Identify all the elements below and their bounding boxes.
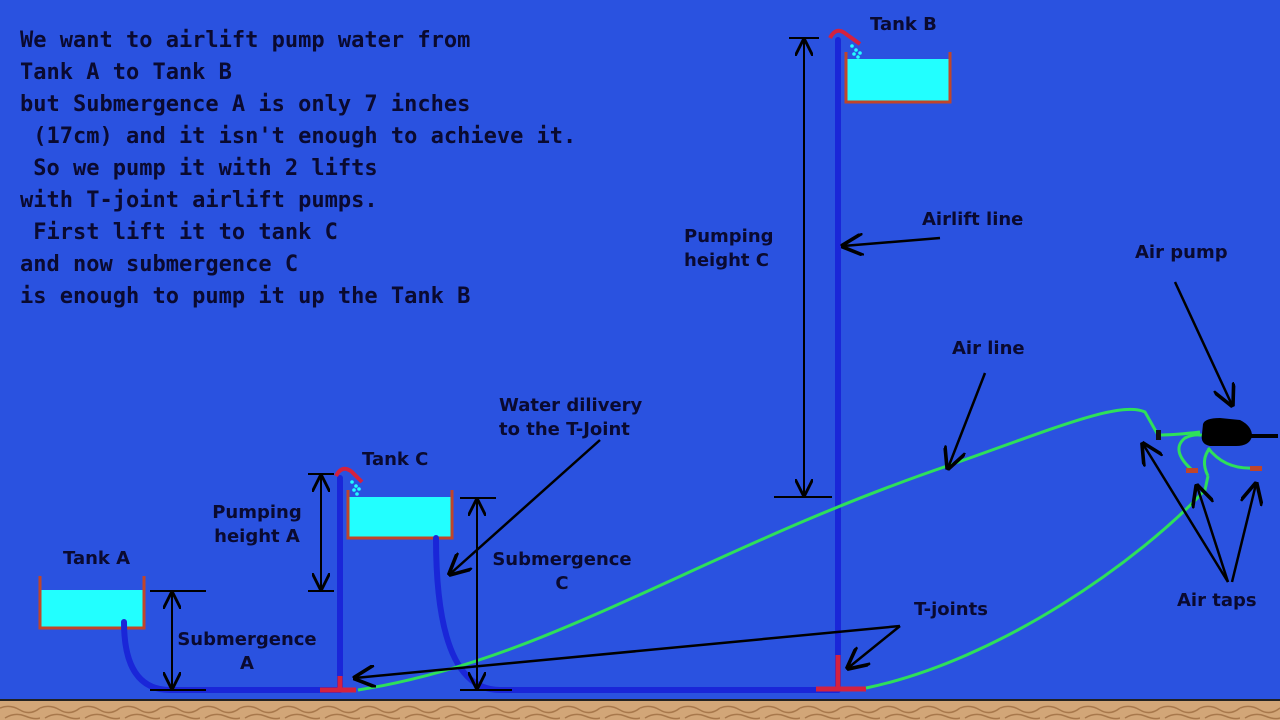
air-taps-pointer-1 [1143,444,1230,583]
tank-c-water [349,497,451,537]
submergence-c-label: Submergence C [492,549,632,594]
air-taps-pointer-2 [1197,486,1230,583]
air-taps-pointer-3 [1230,484,1256,583]
submergence-a-label: Submergence A [177,629,317,674]
ground [0,700,1280,720]
air-pump-label: Air pump [1135,242,1228,263]
air-tap-2 [1186,468,1198,473]
air-pump-body [1201,418,1252,446]
t-joints-pointer-a [355,624,901,678]
t-joint-c [816,655,866,692]
air-line-a [357,407,1160,692]
t-joints-label: T-joints [914,599,988,620]
water-delivery-pointer [450,439,601,574]
tank-b [844,52,952,104]
tank-a-label: Tank A [63,548,131,569]
tank-b-label: Tank B [870,14,937,35]
airlift-line-pointer [843,238,941,246]
air-line-pump-2 [1177,433,1206,472]
airlift-line-label: Airlift line [922,209,1024,230]
pumping-height-c-label: Pumping height C [684,226,774,271]
water-delivery-label: Water dilivery to the T-Joint [499,395,643,440]
air-taps-label: Air taps [1177,590,1257,611]
outlet-c [828,28,862,59]
tank-b-walls [844,52,952,104]
air-taps [1156,430,1262,473]
tank-c-label: Tank C [362,449,429,470]
dimension-lines [150,37,832,691]
air-pump-pointer [1173,281,1232,405]
intro-text: We want to airlift pump water from Tank … [20,28,577,309]
air-tap-1 [1156,430,1161,440]
t-joint-a [320,676,356,693]
tank-c [346,490,454,540]
tank-b-water [847,59,949,101]
air-line-label: Air line [952,338,1025,359]
pumping-height-a-label: Pumping height A [212,502,302,547]
tank-a-walls [38,576,146,630]
outlet-a [334,466,364,496]
air-pump [1201,418,1278,446]
pointer-arrows [355,238,1256,678]
air-line-pointer [948,372,987,468]
tank-a-water [41,590,143,627]
tank-c-walls [346,490,454,540]
air-tap-3 [1250,466,1262,471]
t-joints-pointer-c [848,625,901,668]
